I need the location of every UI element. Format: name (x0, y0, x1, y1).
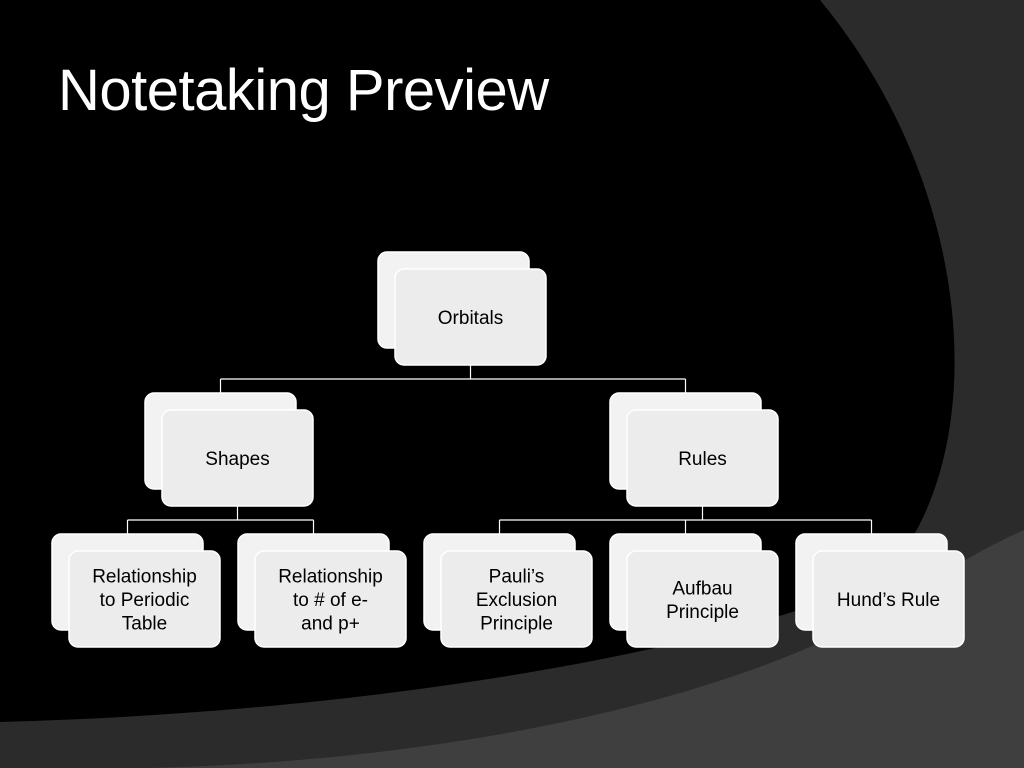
node-orbitals: Orbitals (377, 251, 547, 366)
node-label: Relationship (92, 567, 197, 588)
node-label: Pauli’s (489, 567, 545, 588)
node-front-shape (68, 550, 221, 648)
node-label: Principle (666, 602, 739, 623)
node-label: Table (122, 614, 167, 635)
node-label: and p+ (301, 614, 360, 635)
node-shapes: Shapes (144, 392, 314, 507)
node-front-shape (812, 550, 965, 648)
node-label: Orbitals (438, 308, 503, 329)
connector-lines (126, 365, 873, 534)
node-label: Hund’s Rule (837, 590, 940, 611)
node-label: Rules (678, 449, 727, 470)
node-front-shape (626, 409, 779, 507)
node-front-shape (626, 550, 779, 648)
node-hunds-rule: Hund’s Rule (795, 533, 965, 648)
slide-title: Notetaking Preview (58, 58, 549, 123)
node-front-shape (440, 550, 593, 648)
swoosh-light-band (150, 530, 1024, 768)
node-label: to # of e- (293, 590, 368, 611)
node-rules: Rules (609, 392, 779, 507)
node-label: to Periodic (100, 590, 190, 611)
node-front-shape (254, 550, 407, 648)
node-label: Exclusion (476, 590, 557, 611)
node-label: Shapes (205, 449, 269, 470)
node-label: Relationship (278, 567, 383, 588)
node-front-shape (394, 268, 547, 366)
node-label: Aufbau (672, 578, 732, 599)
node-front-shape (161, 409, 314, 507)
node-label: Principle (480, 614, 553, 635)
